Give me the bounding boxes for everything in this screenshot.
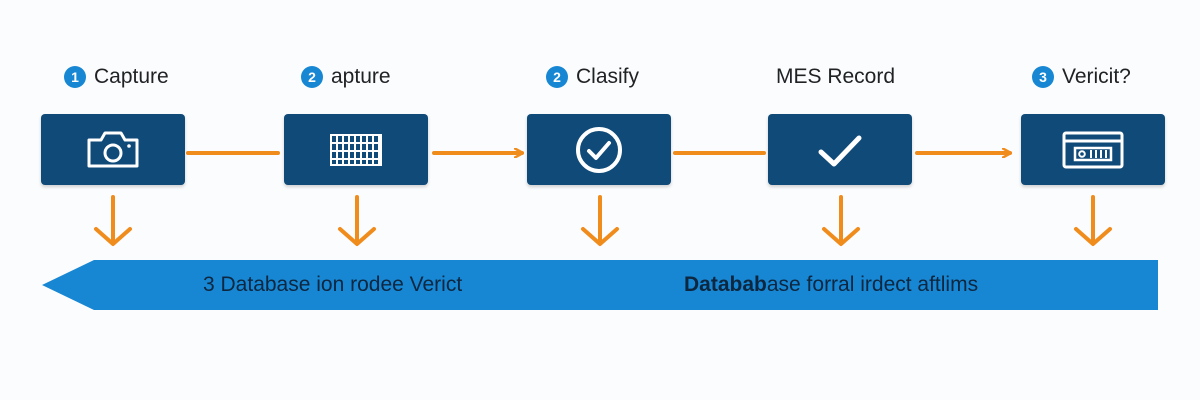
banner-left-text: 3 Database ion rodee Verict [203,273,463,296]
grid-icon [330,133,382,166]
step-label-text: Capture [94,65,169,88]
banner-right-bold-text: Databab [684,273,767,296]
step-label-text: apture [331,65,391,88]
step-label-2: 2 apture [301,64,391,90]
step-box-vericit [1021,114,1165,185]
check-circle-icon [576,126,622,173]
banner-right-text: Databab ase forral irdect aftlims [684,271,978,299]
down-arrow-3 [581,195,619,246]
step-label-3: 2 Clasify [546,64,639,90]
step-box-capture [41,114,185,185]
down-arrow-5 [1074,195,1112,246]
down-arrow-2 [338,195,376,246]
step-number-badge: 3 [1032,66,1054,88]
checkmark-icon [818,135,862,166]
down-arrow-4 [822,195,860,246]
step-number-badge: 2 [546,66,568,88]
browser-window-icon [1062,131,1124,168]
step-box-clasify [527,114,671,185]
step-label-text: Vericit? [1062,65,1131,88]
step-label-1: 1 Capture [64,64,169,90]
step-label-text: Clasify [576,65,640,88]
step-label-text: MES Record [776,65,896,88]
step-label-4: MES Record [776,64,895,90]
banner-right-normal-text: ase forral irdect aftlims [766,273,979,296]
step-label-5: 3 Vericit? [1032,64,1131,90]
camera-icon [87,131,139,167]
database-banner [42,260,1158,310]
step-number-badge: 1 [64,66,86,88]
step-box-mes-record [768,114,912,185]
down-arrow-1 [94,195,132,246]
step-number-badge: 2 [301,66,323,88]
step-box-apture [284,114,428,185]
